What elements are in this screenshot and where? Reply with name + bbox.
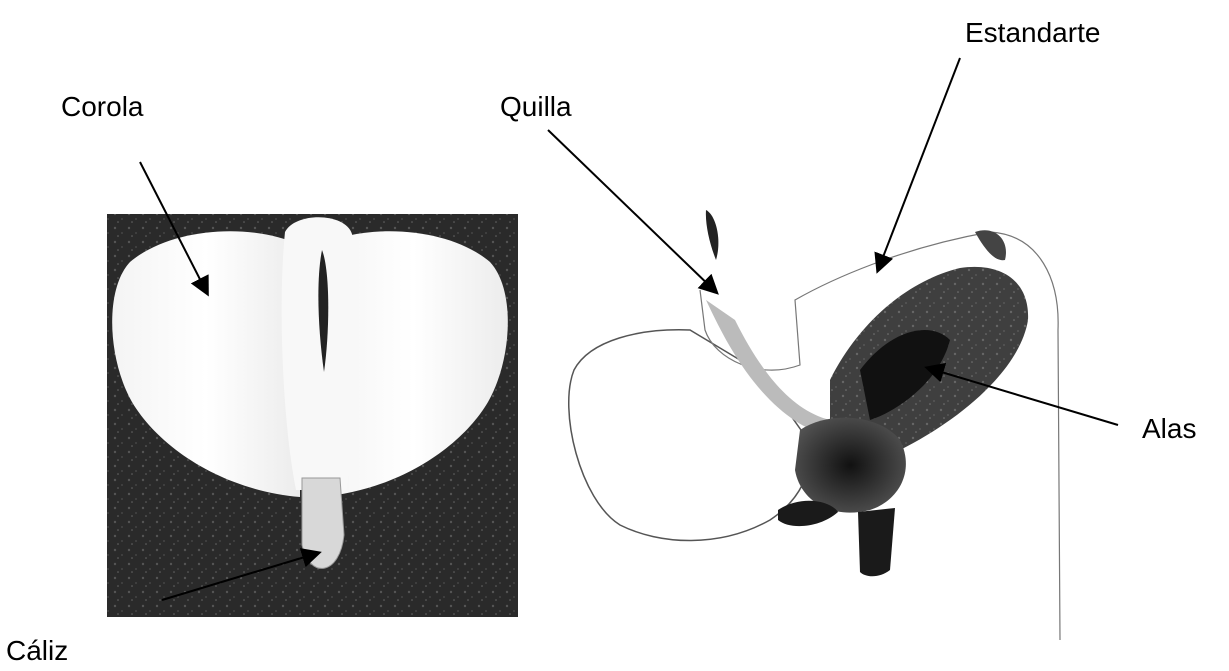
quilla-arrow <box>548 130 716 292</box>
label-quilla: Quilla <box>500 91 572 122</box>
label-alas: Alas <box>1142 413 1196 444</box>
wing-petal <box>569 330 810 541</box>
side-view-photo <box>569 210 1060 640</box>
estandarte-arrow <box>878 58 960 270</box>
label-caliz: Cáliz <box>6 635 68 666</box>
center-mass <box>795 418 906 513</box>
sepal-lower-right <box>858 508 895 576</box>
label-corola: Corola <box>61 91 144 122</box>
keel-petal <box>706 210 719 260</box>
label-estandarte: Estandarte <box>965 17 1100 48</box>
calyx-shape <box>302 478 344 568</box>
standard-edge-speckle <box>975 230 1006 260</box>
corolla-center <box>282 217 357 490</box>
front-view-photo <box>107 214 518 617</box>
